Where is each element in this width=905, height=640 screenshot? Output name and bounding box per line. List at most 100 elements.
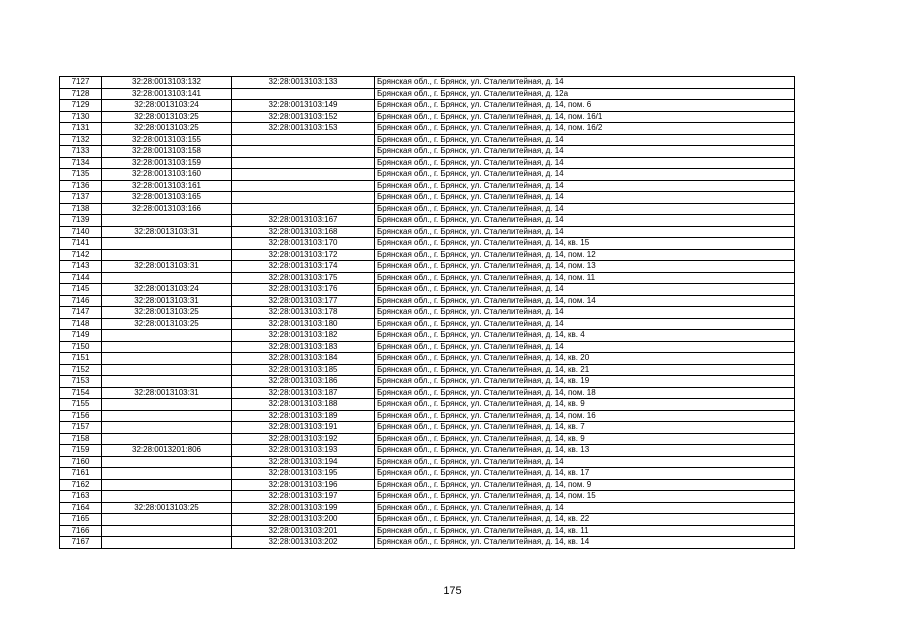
building-cadastral-number-cell: 32:28:0013103:178 bbox=[231, 306, 375, 319]
address-cell: Брянская обл., г. Брянск, ул. Сталелитей… bbox=[374, 444, 795, 457]
address-cell: Брянская обл., г. Брянск, ул. Сталелитей… bbox=[374, 294, 795, 307]
land-cadastral-number-cell bbox=[101, 513, 232, 526]
row-number-cell: 7162 bbox=[59, 478, 102, 491]
land-cadastral-number-cell: 32:28:0013103:141 bbox=[101, 87, 232, 100]
building-cadastral-number-cell: 32:28:0013103:187 bbox=[231, 386, 375, 399]
building-cadastral-number-cell: 32:28:0013103:186 bbox=[231, 375, 375, 388]
land-cadastral-number-cell bbox=[101, 490, 232, 503]
row-number-cell: 7131 bbox=[59, 122, 102, 135]
row-number-cell: 7146 bbox=[59, 294, 102, 307]
land-cadastral-number-cell bbox=[101, 536, 232, 549]
row-number-cell: 7150 bbox=[59, 340, 102, 353]
land-cadastral-number-cell bbox=[101, 375, 232, 388]
row-number-cell: 7130 bbox=[59, 110, 102, 123]
address-cell: Брянская обл., г. Брянск, ул. Сталелитей… bbox=[374, 501, 795, 514]
row-number-cell: 7145 bbox=[59, 283, 102, 296]
row-number-cell: 7161 bbox=[59, 467, 102, 480]
row-number-cell: 7163 bbox=[59, 490, 102, 503]
row-number-cell: 7144 bbox=[59, 271, 102, 284]
address-cell: Брянская обл., г. Брянск, ул. Сталелитей… bbox=[374, 145, 795, 158]
land-cadastral-number-cell bbox=[101, 478, 232, 491]
row-number-cell: 7155 bbox=[59, 398, 102, 411]
address-cell: Брянская обл., г. Брянск, ул. Сталелитей… bbox=[374, 76, 795, 89]
building-cadastral-number-cell: 32:28:0013103:170 bbox=[231, 237, 375, 250]
building-cadastral-number-cell: 32:28:0013103:174 bbox=[231, 260, 375, 273]
building-cadastral-number-cell: 32:28:0013103:152 bbox=[231, 110, 375, 123]
row-number-cell: 7127 bbox=[59, 76, 102, 89]
building-cadastral-number-cell: 32:28:0013103:133 bbox=[231, 76, 375, 89]
row-number-cell: 7133 bbox=[59, 145, 102, 158]
land-cadastral-number-cell: 32:28:0013103:160 bbox=[101, 168, 232, 181]
land-cadastral-number-cell: 32:28:0013103:24 bbox=[101, 283, 232, 296]
land-cadastral-number-cell: 32:28:0013103:132 bbox=[101, 76, 232, 89]
building-cadastral-number-cell: 32:28:0013103:149 bbox=[231, 99, 375, 112]
building-cadastral-number-cell bbox=[231, 202, 375, 215]
land-cadastral-number-cell bbox=[101, 421, 232, 434]
building-cadastral-number-cell: 32:28:0013103:177 bbox=[231, 294, 375, 307]
address-cell: Брянская обл., г. Брянск, ул. Сталелитей… bbox=[374, 99, 795, 112]
row-number-cell: 7149 bbox=[59, 329, 102, 342]
land-cadastral-number-cell: 32:28:0013103:25 bbox=[101, 122, 232, 135]
row-number-cell: 7167 bbox=[59, 536, 102, 549]
land-cadastral-number-cell: 32:28:0013103:161 bbox=[101, 179, 232, 192]
row-number-cell: 7160 bbox=[59, 455, 102, 468]
row-number-cell: 7138 bbox=[59, 202, 102, 215]
land-cadastral-number-cell: 32:28:0013103:31 bbox=[101, 225, 232, 238]
address-cell: Брянская обл., г. Брянск, ул. Сталелитей… bbox=[374, 398, 795, 411]
land-cadastral-number-cell: 32:28:0013103:155 bbox=[101, 133, 232, 146]
land-cadastral-number-cell bbox=[101, 409, 232, 422]
building-cadastral-number-cell bbox=[231, 87, 375, 100]
row-number-cell: 7135 bbox=[59, 168, 102, 181]
address-cell: Брянская обл., г. Брянск, ул. Сталелитей… bbox=[374, 490, 795, 503]
address-cell: Брянская обл., г. Брянск, ул. Сталелитей… bbox=[374, 260, 795, 273]
land-cadastral-number-cell bbox=[101, 398, 232, 411]
land-cadastral-number-cell bbox=[101, 432, 232, 445]
building-cadastral-number-cell: 32:28:0013103:153 bbox=[231, 122, 375, 135]
row-number-cell: 7164 bbox=[59, 501, 102, 514]
address-cell: Брянская обл., г. Брянск, ул. Сталелитей… bbox=[374, 455, 795, 468]
address-cell: Брянская обл., г. Брянск, ул. Сталелитей… bbox=[374, 524, 795, 537]
land-cadastral-number-cell: 32:28:0013103:31 bbox=[101, 294, 232, 307]
row-number-cell: 7165 bbox=[59, 513, 102, 526]
address-cell: Брянская обл., г. Брянск, ул. Сталелитей… bbox=[374, 271, 795, 284]
address-cell: Брянская обл., г. Брянск, ул. Сталелитей… bbox=[374, 478, 795, 491]
land-cadastral-number-cell: 32:28:0013103:165 bbox=[101, 191, 232, 204]
land-cadastral-number-cell bbox=[101, 352, 232, 365]
building-cadastral-number-cell: 32:28:0013103:192 bbox=[231, 432, 375, 445]
address-cell: Брянская обл., г. Брянск, ул. Сталелитей… bbox=[374, 191, 795, 204]
building-cadastral-number-cell: 32:28:0013103:191 bbox=[231, 421, 375, 434]
address-cell: Брянская обл., г. Брянск, ул. Сталелитей… bbox=[374, 375, 795, 388]
address-cell: Брянская обл., г. Брянск, ул. Сталелитей… bbox=[374, 340, 795, 353]
building-cadastral-number-cell: 32:28:0013103:185 bbox=[231, 363, 375, 376]
row-number-cell: 7153 bbox=[59, 375, 102, 388]
building-cadastral-number-cell: 32:28:0013103:175 bbox=[231, 271, 375, 284]
row-number-cell: 7147 bbox=[59, 306, 102, 319]
building-cadastral-number-cell: 32:28:0013103:172 bbox=[231, 248, 375, 261]
land-cadastral-number-cell bbox=[101, 248, 232, 261]
land-cadastral-number-cell: 32:28:0013103:24 bbox=[101, 99, 232, 112]
building-cadastral-number-cell: 32:28:0013103:188 bbox=[231, 398, 375, 411]
row-number-cell: 7128 bbox=[59, 87, 102, 100]
